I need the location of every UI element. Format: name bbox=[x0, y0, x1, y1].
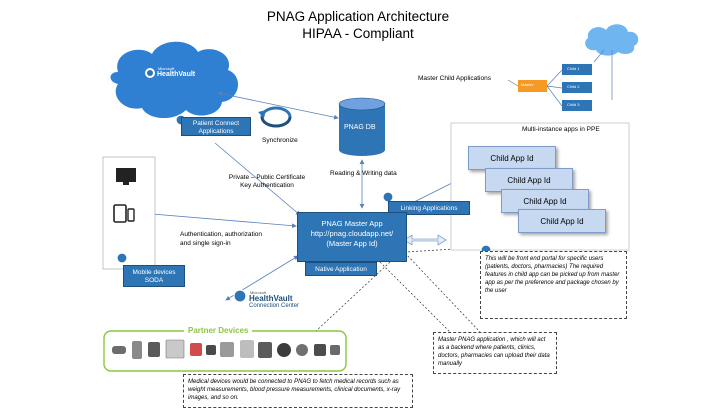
partner-devices-label: Partner Devices bbox=[184, 326, 253, 335]
child-app-id-4: Child App Id bbox=[518, 209, 606, 233]
multi-instance-label: Multi-instance apps in PPE bbox=[522, 126, 600, 133]
cert-auth-line1: Private – Public Certificate bbox=[228, 174, 306, 181]
small-cloud bbox=[585, 24, 639, 56]
child-2-label: Child 2 bbox=[567, 84, 580, 89]
phone-icon bbox=[127, 208, 135, 222]
connection-center-brand-small: Microsoft bbox=[250, 290, 267, 295]
synchronize-label: Synchronize bbox=[262, 137, 298, 144]
linking-applications-box: Linking Applications bbox=[388, 201, 470, 215]
note-medical-devices: Medical devices would be connected to PN… bbox=[183, 374, 413, 408]
connection-center-logo: HealthVault bbox=[249, 294, 293, 303]
master-app-url: http://pnag.cloudapp.net/ bbox=[310, 229, 394, 238]
master-box-label: Master bbox=[521, 82, 534, 87]
pnag-db-label: PNAG DB bbox=[344, 124, 376, 131]
pnag-master-app-box: PNAG Master App http://pnag.cloudapp.net… bbox=[297, 212, 407, 262]
child-1-label: Child 1 bbox=[567, 66, 580, 71]
authn-line1: Authentication, authorization bbox=[180, 231, 263, 238]
note-front-end: This will be front end portal for specif… bbox=[480, 251, 627, 319]
partner-device-icons bbox=[112, 339, 340, 359]
note-backend: Master PNAG application , which will act… bbox=[433, 332, 557, 374]
master-child-title: Master Child Applications bbox=[418, 75, 491, 82]
mobile-devices-box: Mobile devices SODA bbox=[123, 265, 185, 287]
connection-center-sub: Connection Center bbox=[249, 303, 300, 309]
mobile-line1: Mobile devices bbox=[132, 269, 176, 276]
mobile-line2: SODA bbox=[144, 277, 164, 284]
healthvault-brand-small: Microsoft bbox=[158, 66, 175, 71]
healthvault-logo: HealthVault bbox=[157, 71, 196, 78]
diagram-subtitle: HIPAA - Compliant bbox=[302, 26, 414, 41]
healthvault-cloud bbox=[110, 41, 239, 119]
child-3-label: Child 3 bbox=[567, 102, 580, 107]
tablet-icon bbox=[113, 204, 127, 223]
patient-connect-box: Patient Connect Applications bbox=[181, 117, 251, 136]
read-write-label: Reading & Writing data bbox=[330, 170, 397, 177]
authn-line2: and single sign-in bbox=[180, 240, 231, 247]
diagram-title: PNAG Application Architecture bbox=[266, 9, 450, 24]
monitor-icon bbox=[116, 168, 136, 182]
child-app-id-1: Child App Id bbox=[468, 146, 556, 170]
master-app-id: (Master App Id) bbox=[326, 239, 378, 248]
cert-auth-line2: Key Authentication bbox=[240, 182, 294, 189]
native-application-box: Native Application bbox=[305, 262, 377, 276]
master-app-title: PNAG Master App bbox=[321, 219, 383, 228]
